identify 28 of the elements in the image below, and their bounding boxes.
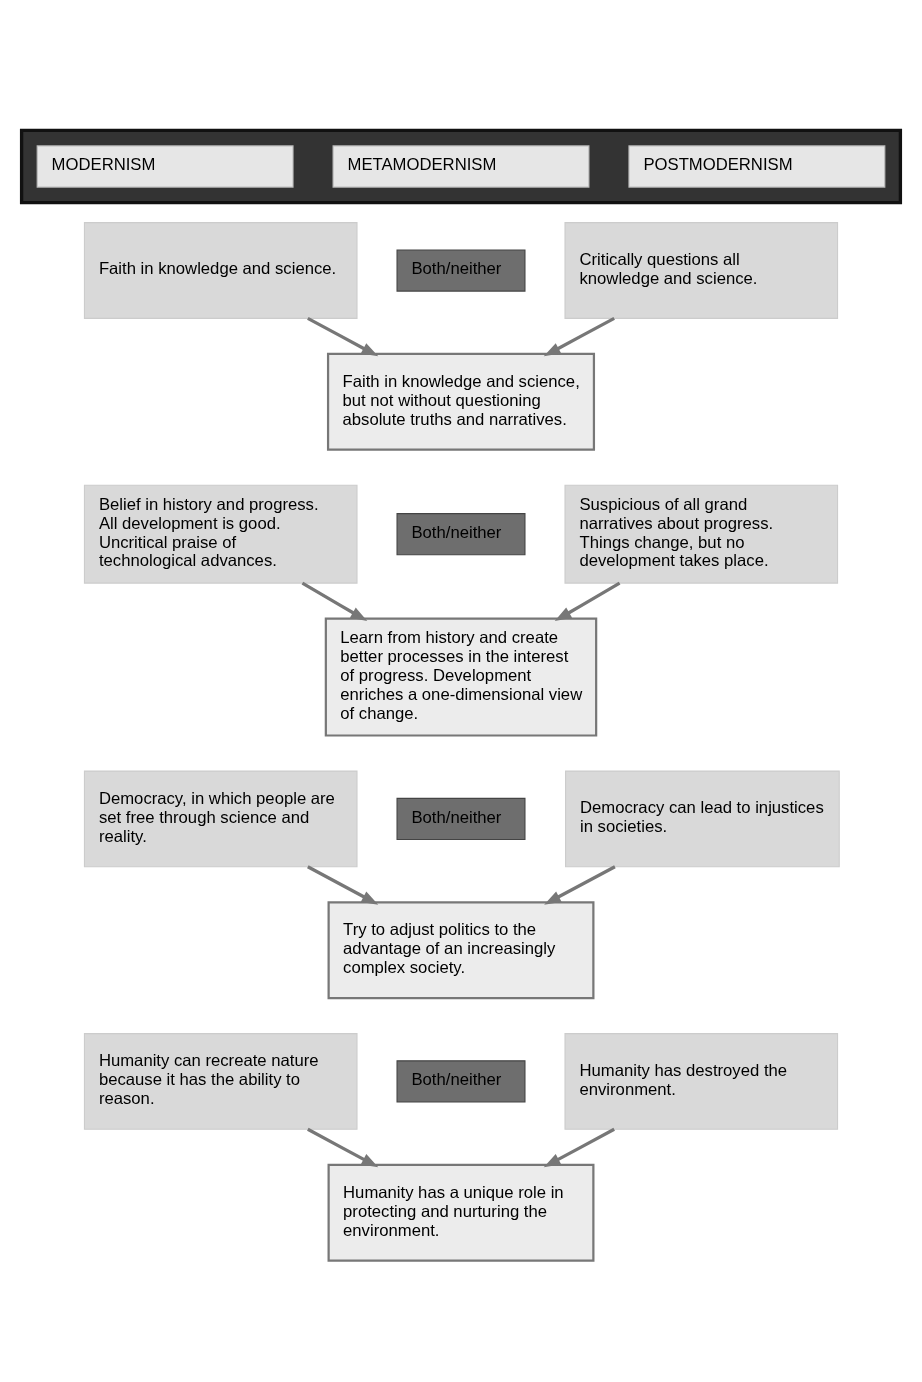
arrow [543, 316, 615, 357]
node-box: Humanity has destroyed the environment. [564, 1033, 839, 1130]
node-box: Belief in history and progress. All development is good. Uncritical praise of technological advances. [83, 484, 358, 584]
node-box: Democracy, in which people are set free through science and reality. [83, 770, 358, 868]
node-box: MODERNISM [36, 145, 294, 188]
node-box: Faith in knowledge and science, but not without questioning absolute truths and narratives. [326, 352, 596, 451]
arrow [301, 581, 368, 622]
arrow [307, 316, 379, 357]
node-box: METAMODERNISM [332, 145, 590, 188]
arrow [543, 1127, 615, 1168]
node-box: Both/neither [396, 249, 526, 292]
node-box: POSTMODERNISM [628, 145, 886, 188]
node-box: Faith in knowledge and science. [83, 222, 358, 319]
node-box: Both/neither [396, 513, 526, 556]
node-box: Critically questions all knowledge and science. [564, 222, 839, 319]
node-box: Humanity can recreate nature because it has the ability to reason. [83, 1033, 358, 1130]
node-box: Both/neither [396, 1060, 526, 1103]
node-box: Try to adjust politics to the advantage of an increasingly complex society. [327, 901, 595, 1000]
node-box: Learn from history and create better processes in the interest of progress. Development enriches a one-dimensional view of change. [324, 617, 598, 737]
arrow [544, 865, 616, 905]
cluster [19, 128, 903, 205]
node-box: Both/neither [396, 797, 526, 841]
node-box: Suspicious of all grand narratives about progress. Things change, but no development takes place. [564, 484, 839, 584]
node-box: Humanity has a unique role in protecting and nurturing the environment. [327, 1163, 595, 1262]
arrow [307, 1127, 379, 1168]
node-box: Democracy can lead to injustices in societies. [565, 770, 840, 868]
arrow [554, 581, 621, 622]
arrow [307, 865, 379, 905]
